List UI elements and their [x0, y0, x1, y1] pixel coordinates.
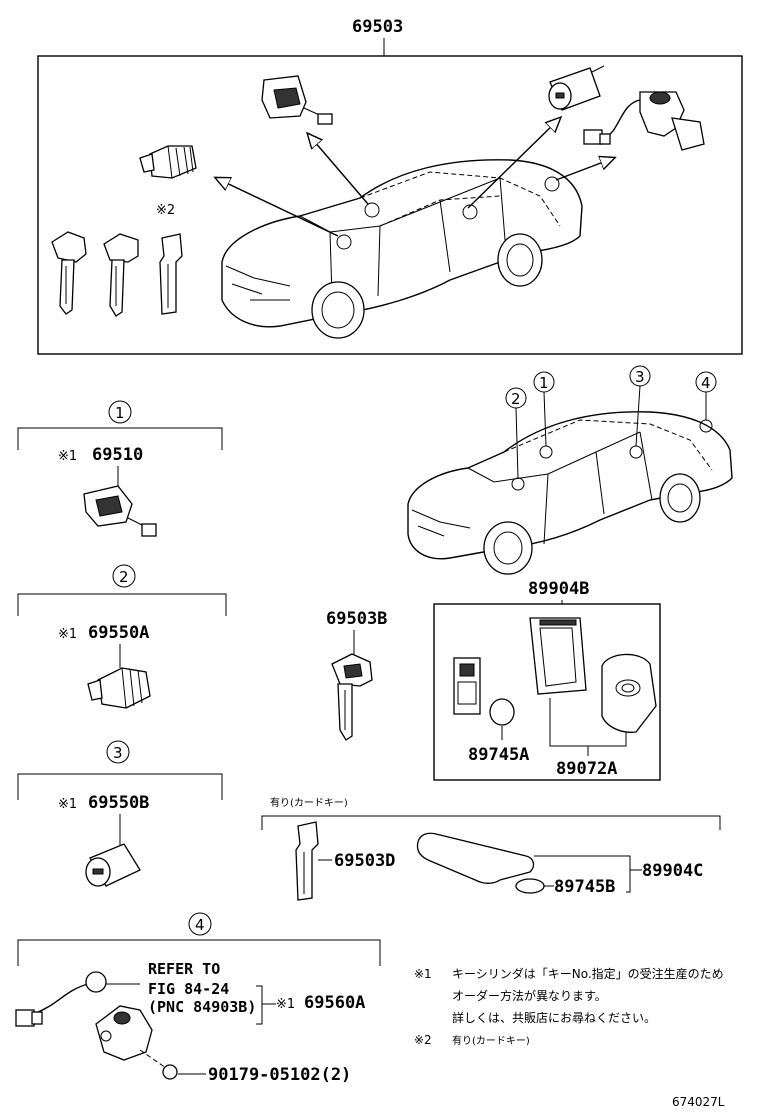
card-key-battery-part-number: 89745B — [554, 877, 615, 897]
card-key-battery-89745B — [515, 878, 545, 894]
callout-4-label: 4 — [195, 916, 205, 934]
trunk-cylinder-top — [548, 65, 605, 111]
footnote-1-line3: 詳しくは、共販店にお尋ねください。 — [452, 1010, 656, 1025]
spare-key-part — [331, 653, 373, 741]
top-group-frame — [37, 55, 743, 355]
door-lock-cylinder-part — [87, 667, 151, 709]
section4-refer-line2: FIG 84-24 — [148, 980, 229, 998]
bolt-part — [162, 1064, 178, 1080]
remote-battery-89745A — [489, 698, 515, 726]
trunk-lock-cylinder-part — [85, 843, 141, 887]
callout-4-circle — [188, 912, 212, 936]
section3-part-number: 69550B — [88, 793, 149, 813]
figure-code: 674027L — [672, 1095, 725, 1109]
arrow-to-ignition — [308, 134, 369, 205]
arrow-to-trunk-cylinder — [467, 118, 560, 209]
footnote-2-mark: ※2 — [414, 1033, 432, 1047]
door-lock-cylinder-top — [139, 145, 197, 179]
callout-3-circle — [106, 740, 130, 764]
remote-case-frame — [529, 617, 587, 695]
trunk-switch-assembly-top — [583, 91, 705, 151]
remote-case-part-number: 89072A — [556, 759, 617, 779]
footnote-1-line2: オーダー方法が異なります。 — [452, 988, 607, 1003]
callout-2-circle — [112, 564, 136, 588]
remote-cover — [601, 653, 657, 733]
section4-refer-line1: REFER TO — [148, 960, 220, 978]
callout-1-label: 1 — [115, 404, 125, 422]
remote-battery-holder — [453, 657, 481, 715]
section4-part-number: 69560A — [304, 993, 365, 1013]
remote-group-part-number: 89904B — [528, 579, 589, 599]
ignition-switch-top — [261, 75, 333, 125]
section1-part-number: 69510 — [92, 445, 143, 465]
spare-key-part-number: 69503B — [326, 609, 387, 629]
car-callout-4: 4 — [701, 374, 711, 392]
card-key-heading: 有り(カードキー) — [270, 796, 348, 809]
car-callout-1: 1 — [539, 374, 549, 392]
card-key-part — [295, 821, 319, 901]
section4-refer-line3: (PNC 84903B) — [148, 998, 256, 1016]
section4-bolt-number: 90179-05102(2) — [208, 1065, 351, 1085]
top-group-part-number: 69503 — [352, 17, 403, 37]
footnote-1-mark: ※1 — [414, 967, 432, 981]
card-key-card — [416, 832, 535, 884]
section2-mark: ※1 — [58, 627, 77, 642]
ignition-switch-part — [83, 485, 157, 537]
footnote-2-line1: 有り(カードキー) — [452, 1034, 530, 1047]
callout-3-label: 3 — [113, 744, 123, 762]
master-key-1 — [51, 231, 87, 315]
callout-1-circle — [108, 400, 132, 424]
car-callout-3: 3 — [635, 368, 645, 386]
car-illustration-top — [221, 159, 583, 339]
car-callout-2: 2 — [511, 390, 521, 408]
section3-mark: ※1 — [58, 797, 77, 812]
card-key-set-part-number: 89904C — [642, 861, 703, 881]
callout-2-label: 2 — [119, 568, 129, 586]
footnote-1-line1: キーシリンダは「キーNo.指定」の受注生産のため — [452, 966, 724, 981]
arrow-to-connector — [555, 158, 614, 181]
section1-mark: ※1 — [58, 449, 77, 464]
remote-group-frame — [433, 603, 661, 781]
arrow-to-door-cylinder — [216, 178, 339, 237]
trunk-switch-part — [15, 971, 153, 1061]
remote-battery-part-number: 89745A — [468, 745, 529, 765]
master-key-2 — [103, 233, 139, 317]
top-group-note-mark: ※2 — [156, 203, 175, 218]
section4-mark: ※1 — [276, 997, 295, 1012]
card-key-top — [159, 233, 183, 315]
card-key-part-number: 69503D — [334, 851, 395, 871]
car-illustration-right — [407, 411, 733, 575]
section2-part-number: 69550A — [88, 623, 149, 643]
